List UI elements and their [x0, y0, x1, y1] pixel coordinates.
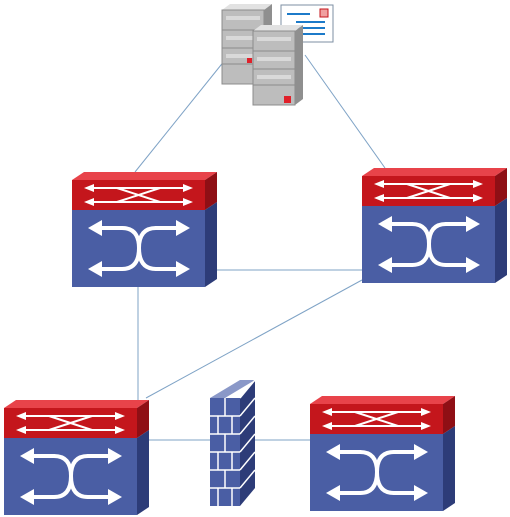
switch-2[interactable] — [360, 166, 509, 285]
server-cluster[interactable] — [221, 3, 334, 106]
document-icon — [280, 4, 334, 43]
layer3-switch-icon — [2, 398, 151, 517]
switch-3[interactable] — [2, 398, 151, 517]
switch-1[interactable] — [70, 170, 219, 289]
server-icon — [221, 3, 273, 85]
server-icon — [252, 24, 304, 106]
layer3-switch-icon — [360, 166, 509, 285]
network-links — [134, 54, 386, 441]
firewall[interactable] — [210, 379, 256, 506]
link-switch-2-to-switch-3 — [145, 279, 363, 399]
link-server-to-switch-1 — [134, 59, 226, 173]
switch-4[interactable] — [308, 394, 457, 513]
firewall-icon — [210, 379, 256, 506]
link-server-to-switch-2 — [304, 54, 386, 169]
layer3-switch-icon — [70, 170, 219, 289]
layer3-switch-icon — [308, 394, 457, 513]
